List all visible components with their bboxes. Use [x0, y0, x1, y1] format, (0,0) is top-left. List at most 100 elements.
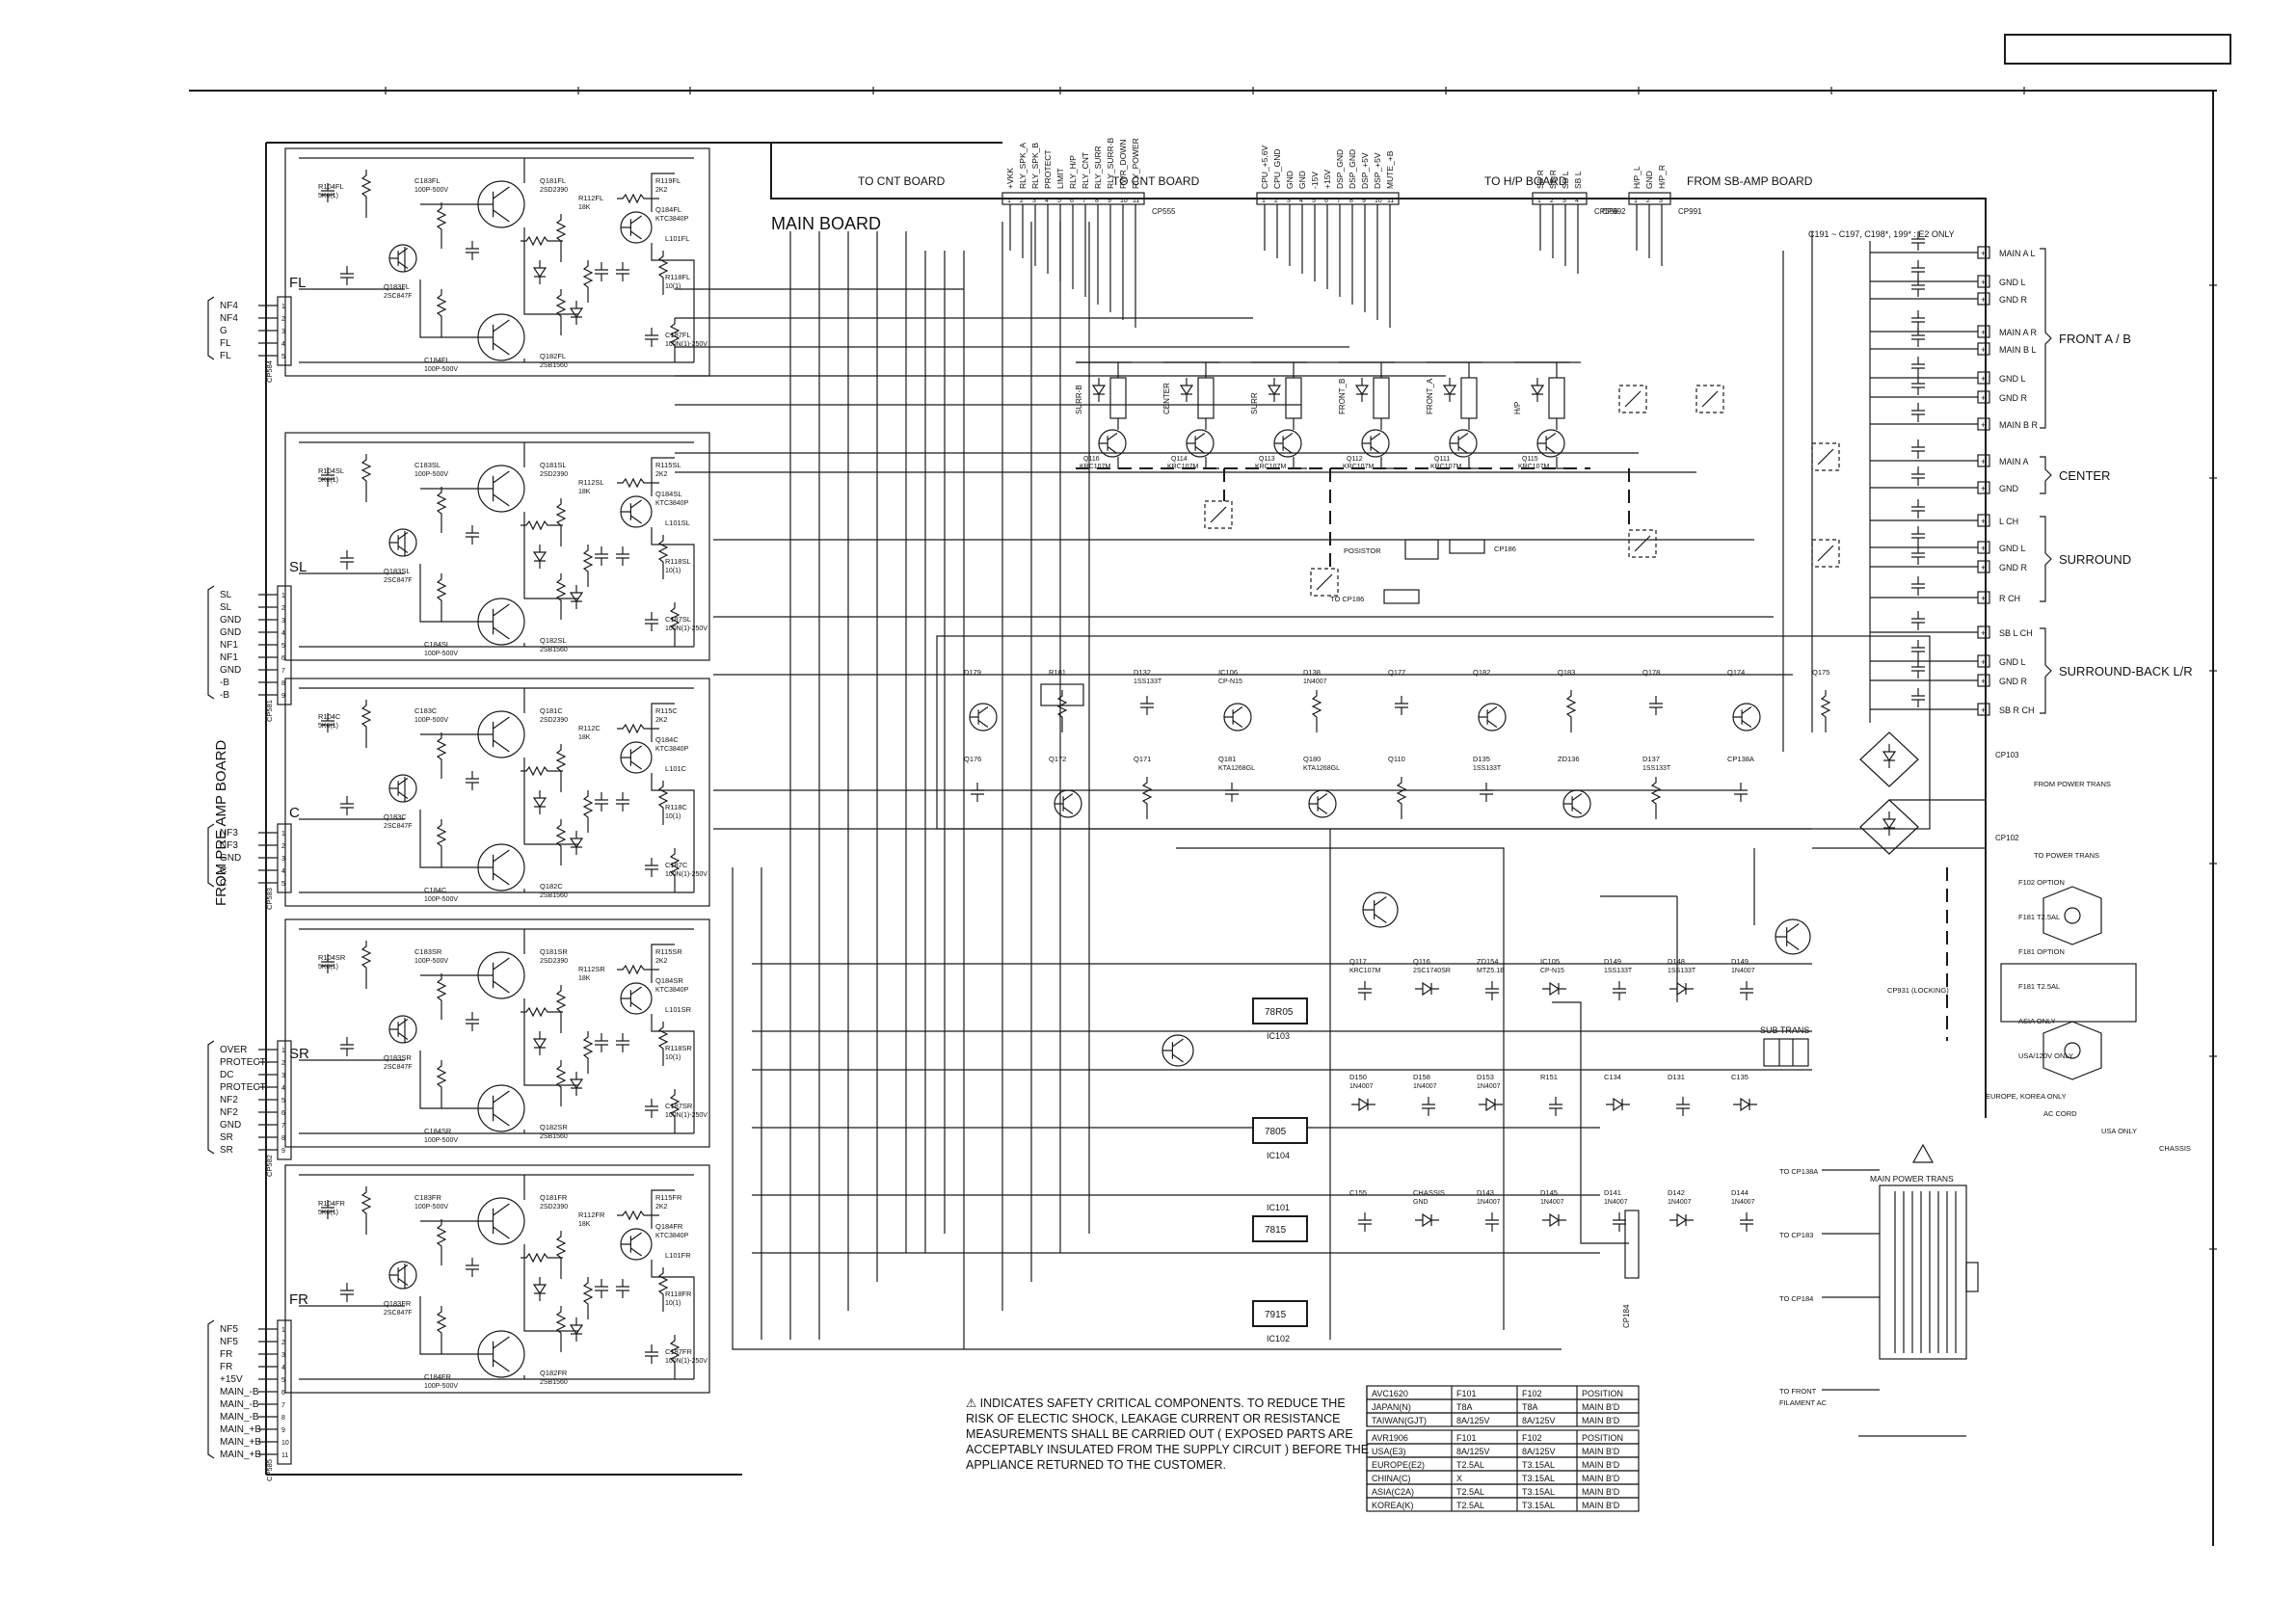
power-part-value: 1N4007	[1731, 1199, 1755, 1206]
part-ref: Q183FL	[384, 282, 410, 291]
supply-rails	[732, 829, 1755, 1350]
terminal-mark: +	[1981, 484, 1986, 493]
resistor-symbol	[1650, 777, 1662, 819]
pin-number: 3	[1287, 198, 1291, 204]
group-brace	[2040, 456, 2052, 494]
resistor-symbol	[669, 1089, 681, 1133]
pin-number: 3	[281, 1352, 285, 1359]
pin-number: 2	[281, 843, 285, 850]
terminal-mark: +	[1981, 345, 1986, 355]
part-value: 2SB1560	[540, 892, 568, 899]
connector-part: CP991	[1678, 207, 1702, 216]
capacitor-symbol	[1911, 231, 1925, 251]
connector-part: CP555	[1152, 207, 1176, 216]
trans-tap-label: TO CP184	[1779, 1294, 1813, 1303]
transistor-value: KRC107M	[1255, 464, 1286, 470]
part-ref: C184SR	[424, 1127, 452, 1135]
terminal-label: MAIN A L	[1999, 249, 2036, 258]
connector-housing	[1532, 192, 1588, 205]
diode-symbol	[532, 790, 547, 814]
regulator-part: 7805	[1265, 1127, 1287, 1137]
transistor-leads	[1479, 706, 1498, 728]
capacitor-symbol	[321, 713, 334, 732]
regulator-part: 7915	[1265, 1310, 1287, 1320]
power-part-ref: CHASSIS	[1413, 1188, 1445, 1197]
transistor-leads	[970, 706, 989, 728]
relay-contact-box	[1695, 385, 1724, 413]
transistor-leads	[478, 716, 510, 753]
resistor-symbol	[360, 1186, 372, 1235]
connector-part: CP582	[265, 1155, 274, 1177]
table-cell: 8A/125V	[1522, 1416, 1556, 1425]
transistor-ref: Q115	[1522, 456, 1538, 463]
relay-actuator-link	[1223, 468, 1630, 569]
resistor-symbol	[555, 214, 567, 262]
resistor-symbol	[436, 732, 447, 779]
output-pin-14: +SB L CH	[1870, 611, 2033, 639]
trans-tap-label: TO FRONT	[1779, 1387, 1817, 1396]
power-part-ref: Q116	[1413, 957, 1430, 966]
connector-part: CP992	[1602, 207, 1626, 216]
protection-part-ref: Q175	[1812, 668, 1829, 677]
table-cell: T8A	[1522, 1402, 1538, 1412]
power-part-value: 1SS133T	[1668, 968, 1696, 974]
pin-label: SL	[220, 602, 232, 613]
outlet-outline	[2042, 1021, 2102, 1080]
pin-label: GND	[1297, 171, 1307, 189]
diode-symbol	[569, 585, 584, 609]
protection-part-ref: D137	[1642, 755, 1660, 763]
terminal-label: R CH	[1999, 594, 2020, 603]
pin-label: OVER	[220, 1045, 247, 1055]
resistor-symbol	[521, 1252, 563, 1264]
capacitor-symbol	[1911, 688, 1925, 707]
output-pin-17: +SB R CH	[1870, 688, 2035, 716]
channel-name: SL	[289, 559, 307, 575]
part-ref: R112FL	[578, 194, 603, 202]
capacitor-symbol	[321, 954, 334, 973]
resistor-symbol	[669, 602, 681, 647]
part-value: 2SC847F	[384, 1310, 413, 1317]
pin-number: 2	[1646, 198, 1650, 204]
bridge-outline	[1859, 732, 1919, 787]
transistor-ref: Q112	[1347, 456, 1363, 463]
transistor-leads	[1224, 706, 1243, 728]
pin-number: 3	[281, 856, 285, 863]
pin-label: G	[220, 326, 227, 336]
capacitor-symbol	[1395, 696, 1408, 715]
capacitor-symbol	[645, 612, 658, 631]
part-ref: R104SR	[318, 953, 346, 962]
protection-part-ref: Q171	[1134, 755, 1151, 763]
transistor-value: KRC107M	[1518, 464, 1549, 470]
transistor-ref: Q111	[1434, 456, 1450, 463]
pin-label: NF3	[220, 840, 238, 851]
table-cell: CHINA(C)	[1372, 1474, 1411, 1483]
output-pin-8: +MAIN A	[1870, 439, 2029, 467]
pin-label: +15V	[1322, 170, 1332, 189]
capacitor-symbol	[616, 1033, 629, 1052]
pin-label: FR	[220, 1362, 232, 1372]
part-ref: L101FR	[665, 1251, 691, 1260]
capacitor-symbol	[340, 550, 354, 570]
resistor-symbol	[582, 545, 594, 587]
resistor-symbol	[617, 723, 659, 734]
part-value: 100P-500V	[414, 471, 448, 478]
power-part-ref: C155	[1349, 1188, 1367, 1197]
resistor-symbol	[436, 487, 447, 533]
outlet-pin	[2064, 907, 2081, 924]
table-cell: POSITION	[1582, 1389, 1623, 1398]
amp-wiring	[299, 929, 695, 1133]
capacitor-symbol	[645, 328, 658, 347]
table-cell: EUROPE(E2)	[1372, 1460, 1425, 1470]
resistor-symbol	[555, 1060, 567, 1106]
table-cell: F102	[1522, 1433, 1542, 1443]
pin-number: 8	[1349, 198, 1353, 204]
output-group-0: FRONT A / B	[2040, 248, 2131, 429]
amp-block-fr: FRR104FR5K6(1)C183FR100P-500VQ181FR2SD23…	[284, 1164, 710, 1394]
transistor-leads	[478, 1203, 510, 1239]
regulator-part: 78R05	[1265, 1007, 1294, 1018]
relay-contact-1	[1310, 568, 1339, 597]
